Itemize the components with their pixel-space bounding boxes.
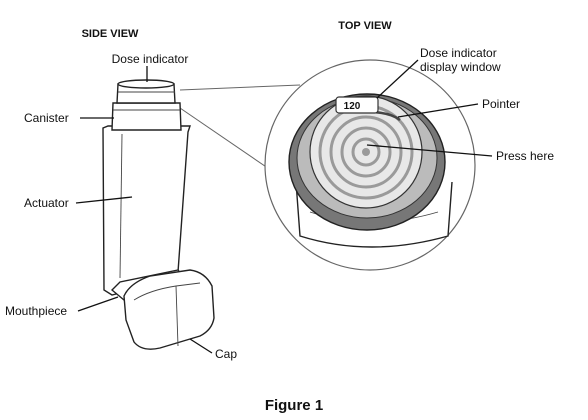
top-view-heading: TOP VIEW — [338, 20, 392, 32]
zoom-line-bottom — [179, 107, 279, 176]
leader-press-here — [366, 144, 493, 157]
cap-side-edge — [175, 285, 179, 347]
dial-ring-3 — [340, 126, 392, 178]
label-dose-indicator: Dose indicator — [112, 52, 189, 66]
dial-ring-4 — [351, 137, 381, 167]
dose-display-window — [335, 96, 379, 114]
inhaler-top-view: 120 — [264, 59, 476, 271]
dose-indicator-top — [117, 79, 175, 89]
label-dose-window-line2: display window — [420, 60, 501, 74]
leader-mouthpiece — [77, 296, 119, 312]
label-press-here: Press here — [496, 149, 554, 163]
label-canister: Canister — [24, 111, 69, 125]
actuator-inner-edge — [119, 133, 123, 279]
label-pointer: Pointer — [482, 97, 520, 111]
label-actuator: Actuator — [24, 196, 69, 210]
cap — [123, 269, 215, 350]
canister — [111, 102, 182, 131]
leader-actuator — [75, 196, 133, 204]
side-view-heading: SIDE VIEW — [82, 28, 139, 40]
leader-pointer — [397, 103, 479, 118]
label-cap: Cap — [215, 347, 237, 361]
label-dose-window-line1: Dose indicator — [420, 46, 497, 60]
zoom-line-top — [179, 84, 301, 91]
label-mouthpiece: Mouthpiece — [5, 304, 67, 318]
dial-ring-2 — [329, 115, 403, 189]
dial-center — [362, 148, 370, 156]
leader-cap — [189, 338, 213, 354]
figure-caption: Figure 1 — [265, 397, 323, 414]
leader-dose-window — [376, 59, 419, 99]
inhaler-side-view — [102, 79, 301, 350]
dose-counter-value: 120 — [344, 101, 361, 112]
